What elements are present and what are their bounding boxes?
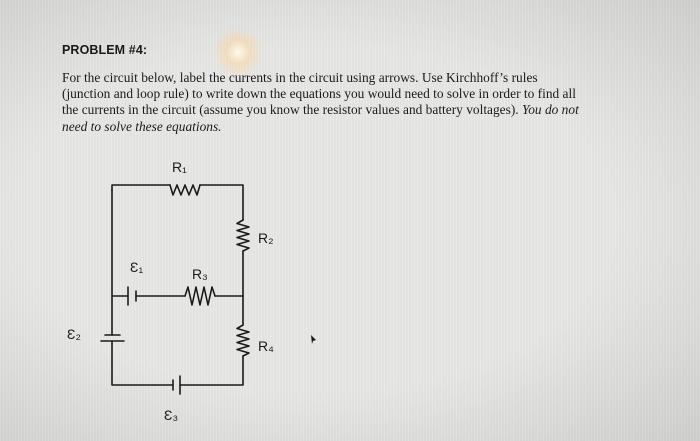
resistor-r4 <box>236 324 250 357</box>
problem-line-1: For the circuit below, label the current… <box>62 70 538 85</box>
label-e2: Ɛ₂ <box>67 326 81 342</box>
wire-top-right <box>199 184 244 221</box>
wire-top-left <box>111 184 171 191</box>
label-e1: Ɛ₁ <box>130 259 143 275</box>
problem-line-3-text: the currents in the circuit (assume you … <box>62 102 522 118</box>
problem-title: PROBLEM #4: <box>62 43 148 57</box>
wire-right-bottom <box>179 355 244 386</box>
problem-statement: For the circuit below, label the current… <box>62 70 662 135</box>
label-r3: R₃ <box>192 266 208 282</box>
resistor-r2 <box>236 219 250 252</box>
label-r1: R₁ <box>172 159 187 175</box>
wire-bottom-left <box>111 340 174 386</box>
label-e3: Ɛ₃ <box>164 407 178 423</box>
label-r2: R₂ <box>258 230 274 246</box>
problem-line-4: need to solve these equations. <box>62 119 662 135</box>
label-r4: R₄ <box>258 338 274 354</box>
cursor-arrow-icon <box>311 335 316 344</box>
resistor-r1 <box>169 184 201 196</box>
problem-line-3: the currents in the circuit (assume you … <box>62 102 662 118</box>
problem-line-3-italic: You do not <box>521 102 579 118</box>
resistor-r3 <box>184 286 216 306</box>
camera-glare <box>214 28 262 76</box>
problem-line-4-italic: need to solve these equations. <box>62 118 222 134</box>
problem-line-2: (junction and loop rule) to write down t… <box>62 86 576 102</box>
